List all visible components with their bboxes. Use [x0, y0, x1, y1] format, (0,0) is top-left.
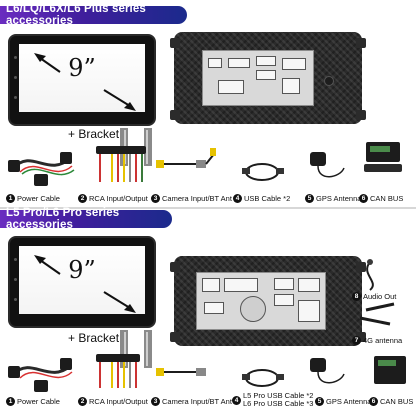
- head-unit-knob: [14, 96, 17, 99]
- diagonal-arrows-icon: [34, 255, 136, 313]
- head-unit-front-image: 9”: [8, 34, 156, 126]
- head-unit-back-image: [170, 256, 366, 346]
- head-unit-front-image: 9”: [8, 236, 156, 328]
- head-unit-knob: [14, 258, 17, 261]
- section-1-banner: L6/LQ/L6X/L6 Plus series accessories: [0, 3, 187, 27]
- bracket-label: + Bracket: [68, 127, 120, 141]
- section-divider: [0, 207, 416, 209]
- section-2-banner: L5 Pro/L6 Pro series accessories: [0, 207, 172, 231]
- bracket-label: + Bracket: [68, 331, 120, 345]
- accessories-illustration-right: [359, 259, 395, 326]
- section-1-title: L6/LQ/L6X/L6 Plus series accessories: [6, 3, 146, 27]
- head-unit-knob: [14, 278, 17, 281]
- head-unit-knob: [14, 76, 17, 79]
- accessories-illustration-1: [8, 142, 402, 186]
- head-unit-knob: [14, 56, 17, 59]
- diagonal-arrows-icon: [34, 53, 136, 111]
- bracket-image: [144, 330, 152, 368]
- section-2-title: L5 Pro/L6 Pro series accessories: [6, 207, 120, 231]
- screen-size-label: 9”: [68, 256, 96, 284]
- screen-size-label: 9”: [68, 54, 96, 82]
- accessory-caption-4: 4 L5 Pro USB Cable *2 L6 Pro USB Cable *…: [232, 392, 313, 408]
- head-unit-back-image: [170, 32, 366, 124]
- accessories-illustration-2: [8, 354, 406, 392]
- head-unit-knob: [14, 298, 17, 301]
